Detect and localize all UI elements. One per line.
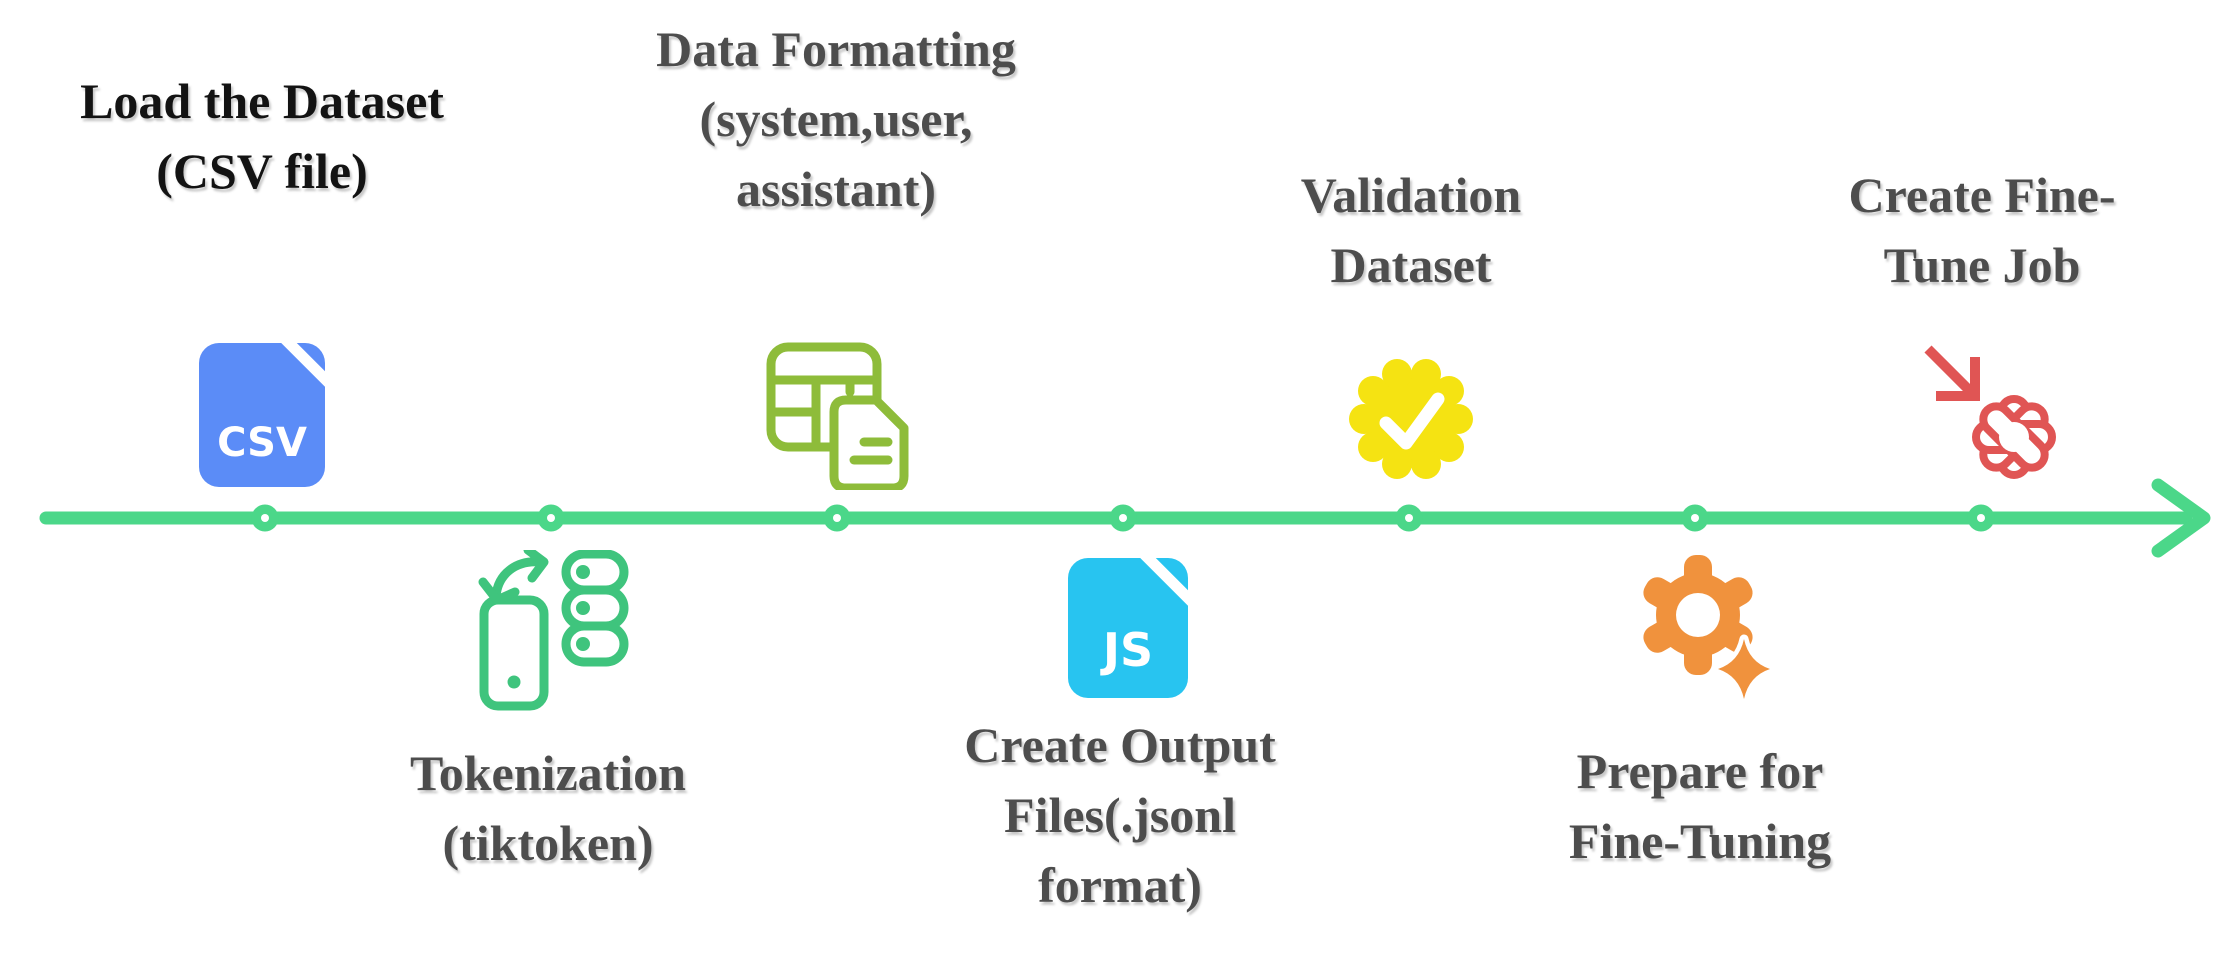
step-label-data-formatting: Data Formatting (system,user, assistant) bbox=[656, 14, 1016, 224]
timeline-node bbox=[823, 504, 851, 532]
step-label-tokenization: Tokenization (tiktoken) bbox=[410, 738, 686, 878]
label-line: Dataset bbox=[1330, 237, 1492, 293]
gear-sparkle-icon bbox=[1643, 555, 1772, 701]
arrow-down-right-icon bbox=[1924, 345, 1980, 401]
label-line: Files(.jsonl bbox=[1004, 787, 1236, 843]
step-label-create-output-files: Create Output Files(.jsonl format) bbox=[964, 710, 1276, 920]
timeline-node bbox=[251, 504, 279, 532]
check-icon bbox=[1379, 392, 1445, 450]
timeline-node bbox=[1395, 504, 1423, 532]
label-line: Tune Job bbox=[1883, 237, 2081, 293]
timeline-nodes bbox=[251, 504, 1995, 532]
sparkle-icon bbox=[1713, 634, 1772, 701]
table-document-icon bbox=[766, 342, 909, 490]
csv-file-icon: CSV bbox=[199, 340, 330, 487]
label-line: (CSV file) bbox=[156, 143, 368, 199]
label-line: (system,user, bbox=[699, 91, 973, 147]
timeline-arrowhead-icon bbox=[2151, 478, 2211, 558]
js-file-text: JS bbox=[1100, 623, 1153, 677]
burst-icon bbox=[1972, 395, 2056, 479]
label-line: Prepare for bbox=[1576, 743, 1824, 799]
csv-file-text: CSV bbox=[217, 420, 307, 466]
label-line: Tokenization bbox=[409, 745, 687, 801]
timeline-node bbox=[1681, 504, 1709, 532]
label-line: Load the Dataset bbox=[80, 73, 444, 129]
js-file-icon: JS bbox=[1068, 556, 1190, 698]
timeline-axis bbox=[39, 478, 2211, 558]
timeline-node bbox=[537, 504, 565, 532]
label-line: Create Output bbox=[964, 717, 1276, 773]
label-line: assistant) bbox=[735, 161, 937, 217]
step-label-prepare-fine-tuning: Prepare for Fine-Tuning bbox=[1569, 736, 1831, 876]
label-line: Fine-Tuning bbox=[1568, 813, 1832, 869]
label-line: Create Fine- bbox=[1848, 167, 2116, 223]
step-label-load-dataset: Load the Dataset (CSV file) bbox=[80, 66, 444, 206]
arrow-burst-icon bbox=[1924, 345, 2056, 479]
label-line: Validation bbox=[1300, 167, 1522, 223]
timeline-node bbox=[1967, 504, 1995, 532]
device-database-sync-icon bbox=[478, 550, 629, 711]
verified-badge-icon bbox=[1349, 359, 1473, 479]
timeline-node bbox=[1109, 504, 1137, 532]
step-label-create-fine-tune-job: Create Fine- Tune Job bbox=[1848, 160, 2115, 300]
label-line: (tiktoken) bbox=[442, 815, 654, 871]
label-line: Data Formatting bbox=[656, 21, 1016, 77]
label-line: format) bbox=[1038, 857, 1202, 913]
step-label-validation-dataset: Validation Dataset bbox=[1301, 160, 1521, 300]
